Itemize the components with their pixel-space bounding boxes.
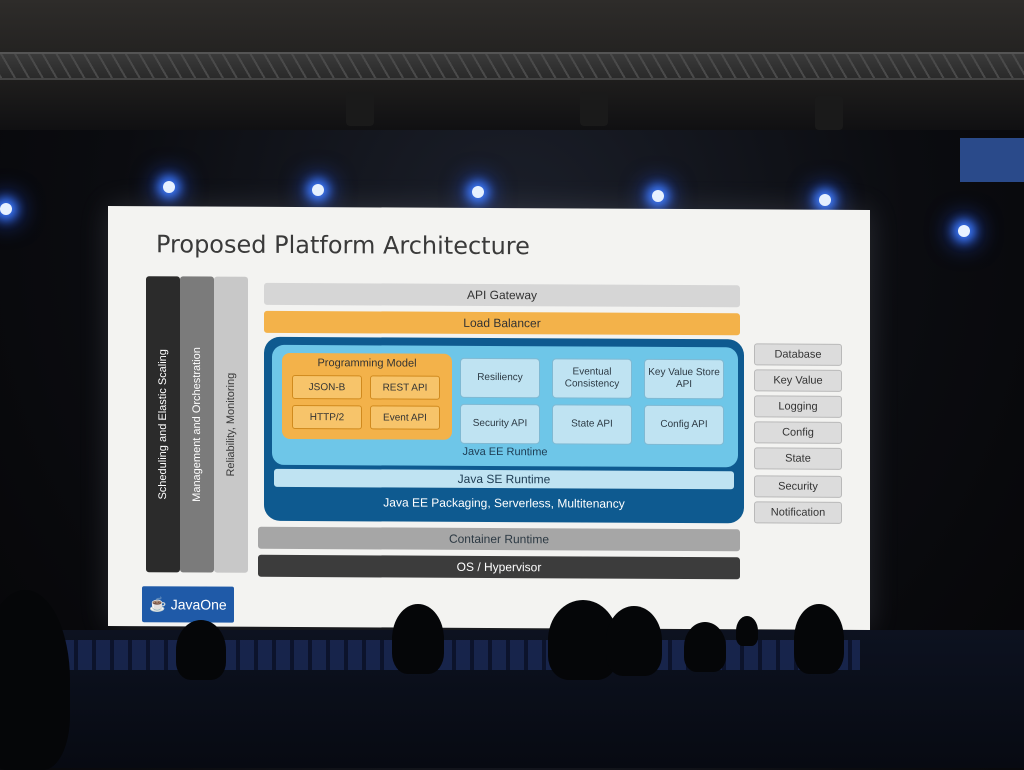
config-box: Config	[754, 421, 842, 444]
programming-model-title: Programming Model	[317, 357, 417, 370]
management-bar: Management and Orchestration	[180, 276, 214, 573]
security-box: Security	[754, 475, 842, 498]
stage-light-fixture	[580, 92, 608, 126]
programming-model-block: Programming Model JSON-B REST API HTTP/2…	[282, 352, 452, 440]
database-box: Database	[754, 343, 842, 366]
audience-head	[176, 620, 226, 680]
audience-head	[794, 604, 844, 674]
projection-screen: Proposed Platform Architecture Schedulin…	[108, 206, 870, 630]
audience-head	[684, 622, 726, 672]
lighting-truss	[0, 52, 1024, 80]
load-balancer-bar: Load Balancer	[264, 310, 740, 336]
key-value-box: Key Value	[754, 369, 842, 392]
state-api-box: State API	[552, 404, 632, 445]
java-cup-icon: ☕	[149, 595, 167, 612]
spotlight	[0, 203, 12, 215]
resiliency-box: Resiliency	[460, 357, 540, 399]
json-b-chip: JSON-B	[292, 374, 362, 400]
os-hypervisor-bar: OS / Hypervisor	[258, 554, 740, 580]
config-api-box: Config API	[644, 404, 724, 446]
load-balancer-label: Load Balancer	[463, 315, 541, 331]
audience-head	[736, 616, 758, 646]
key-value-store-api-box: Key Value Store API	[644, 358, 724, 400]
java-se-runtime-label: Java SE Runtime	[457, 471, 551, 487]
spotlight	[819, 194, 831, 206]
state-box: State	[754, 447, 842, 470]
management-label: Management and Orchestration	[191, 347, 203, 502]
api-gateway-bar: API Gateway	[264, 282, 740, 308]
scheduling-bar: Scheduling and Elastic Scaling	[146, 276, 180, 573]
scheduling-label: Scheduling and Elastic Scaling	[157, 349, 169, 500]
container-runtime-label: Container Runtime	[448, 531, 550, 547]
container-runtime-bar: Container Runtime	[258, 526, 740, 552]
javaone-logo: ☕ JavaOne	[142, 586, 234, 623]
spotlight	[163, 181, 175, 193]
reliability-bar: Reliability, Monitoring	[214, 276, 248, 573]
http2-chip: HTTP/2	[292, 404, 362, 430]
os-hypervisor-label: OS / Hypervisor	[456, 559, 542, 575]
audience-head	[392, 604, 444, 674]
spotlight	[958, 225, 970, 237]
audience-head	[606, 606, 662, 676]
ceiling-panel	[960, 138, 1024, 182]
eventual-consistency-box: Eventual Consistency	[552, 358, 632, 399]
api-gateway-label: API Gateway	[466, 287, 538, 303]
slide-title: Proposed Platform Architecture	[156, 230, 530, 261]
spotlight	[652, 190, 664, 202]
spotlight	[472, 186, 484, 198]
java-ee-runtime-block: Programming Model JSON-B REST API HTTP/2…	[272, 344, 738, 468]
java-ee-packaging-block: Programming Model JSON-B REST API HTTP/2…	[264, 336, 744, 524]
event-api-chip: Event API	[370, 405, 440, 430]
stage-light-fixture	[815, 96, 843, 130]
audience-head	[0, 590, 70, 770]
stage-light-fixture	[346, 92, 374, 126]
packaging-label: Java EE Packaging, Serverless, Multitena…	[383, 495, 625, 511]
java-ee-runtime-label: Java EE Runtime	[462, 445, 548, 459]
reliability-label: Reliability, Monitoring	[225, 372, 237, 477]
security-api-box: Security API	[460, 403, 540, 445]
spotlight	[312, 184, 324, 196]
logo-text: JavaOne	[170, 596, 227, 613]
notification-box: Notification	[754, 501, 842, 524]
rest-api-chip: REST API	[370, 375, 440, 400]
java-se-runtime-bar: Java SE Runtime	[274, 468, 734, 490]
logging-box: Logging	[754, 395, 842, 418]
